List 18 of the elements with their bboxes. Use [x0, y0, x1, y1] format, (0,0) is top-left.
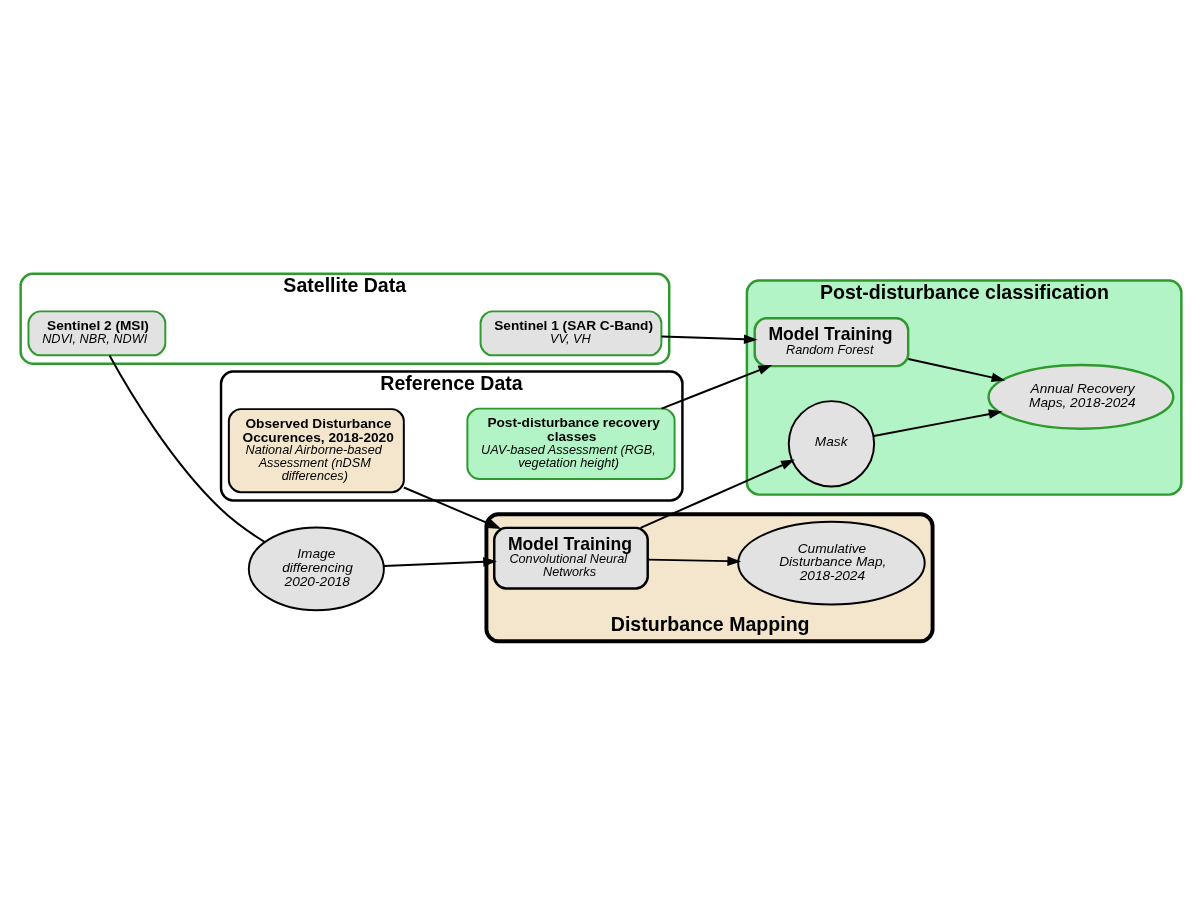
arrow	[660, 333, 758, 344]
arrow	[402, 486, 502, 529]
arrow	[639, 459, 795, 529]
node-ellipse: Cumulative Disturbance Map, 2018-2024	[737, 520, 926, 605]
node-circle: Mask	[787, 399, 876, 487]
arrow	[646, 555, 742, 566]
node-box: Observed Disturbance Occurences, 2018-2020 National Airborne-based Assessment (nDSM differences)	[227, 407, 405, 493]
node-box: Model Training Convolutional Neural Networks	[493, 526, 649, 590]
node-box: Post-disturbance recovery classes UAV-based Assessment (RGB, vegetation height)	[466, 407, 676, 480]
arrow	[907, 357, 1006, 382]
node-box: Sentinel 1 (SAR C-Band) VV, VH	[479, 309, 663, 356]
node-box: Sentinel 2 (MSI) NDVI, NBR, NDWI	[27, 309, 167, 356]
node-box: Model Training Random Forest	[753, 316, 910, 367]
arrow	[660, 364, 773, 410]
connector	[108, 354, 266, 543]
arrow	[872, 408, 1003, 437]
node-ellipse: Image differencing 2020-2018	[247, 526, 385, 611]
arrow	[383, 556, 497, 567]
